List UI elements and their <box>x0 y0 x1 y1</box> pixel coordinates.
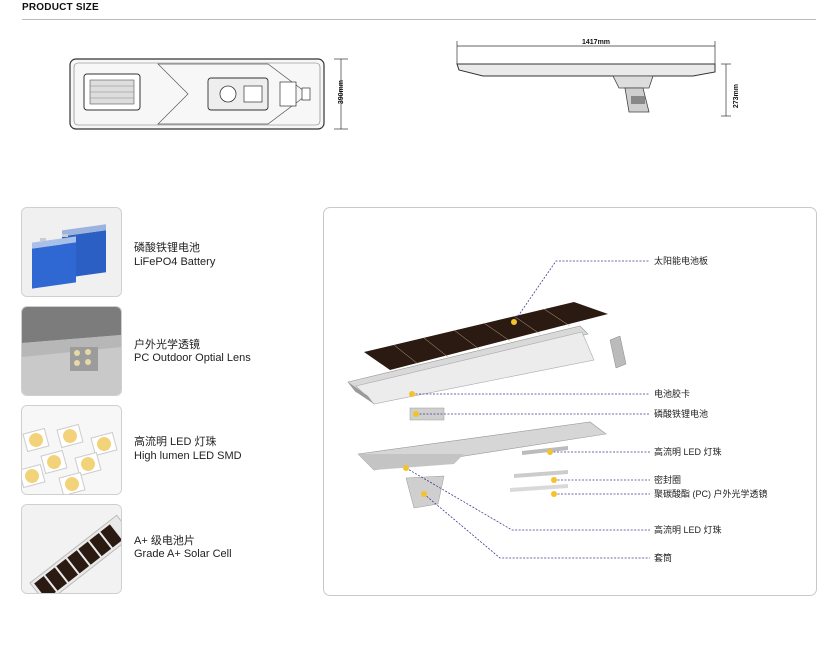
width-dimension-line <box>334 58 348 130</box>
width-dimension: 390mm <box>338 80 345 105</box>
lens-card <box>21 306 122 396</box>
length-dimension: 1417mm <box>582 39 611 46</box>
callout-lifepo4-battery: 磷酸铁锂电池 <box>654 409 709 419</box>
feature-solar-en: Grade A+ Solar Cell <box>134 548 232 560</box>
exploded-diagram <box>347 260 650 559</box>
exploded-view-panel: 太阳能电池板 电池胶卡 磷酸铁锂电池 高流明 LED 灯珠 密封圈 聚碳酸酯 (… <box>323 207 817 596</box>
feature-battery-cn: 磷酸铁锂电池 <box>134 242 200 254</box>
led-card <box>21 405 122 495</box>
top-view-drawing <box>68 56 332 132</box>
lens-icon <box>22 307 121 395</box>
callout-solar-panel: 太阳能电池板 <box>654 256 709 266</box>
solar-cell-card <box>21 504 122 594</box>
solar-cell-icon <box>22 505 121 593</box>
feature-lens-cn: 户外光学透镜 <box>134 339 200 351</box>
height-dimension: 273mm <box>733 84 740 109</box>
callout-led-smd-2: 高流明 LED 灯珠 <box>654 525 722 535</box>
feature-lens-en: PC Outdoor Optial Lens <box>134 352 251 364</box>
feature-battery-en: LiFePO4 Battery <box>134 256 216 268</box>
callout-pc-lens: 聚碳酸酯 (PC) 户外光学透镜 <box>654 489 768 499</box>
led-chip-icon <box>22 406 121 494</box>
section-divider <box>22 19 816 20</box>
section-title: PRODUCT SIZE <box>22 2 99 13</box>
battery-icon <box>22 208 121 296</box>
feature-led-en: High lumen LED SMD <box>134 450 242 462</box>
callout-battery-clip: 电池胶卡 <box>654 389 691 399</box>
feature-led-cn: 高流明 LED 灯珠 <box>134 436 217 448</box>
callout-led-smd-1: 高流明 LED 灯珠 <box>654 447 722 457</box>
feature-solar-cn: A+ 级电池片 <box>134 535 195 547</box>
callout-sleeve: 套筒 <box>654 553 673 563</box>
battery-card <box>21 207 122 297</box>
side-view-drawing <box>453 36 753 122</box>
callout-seal-ring: 密封圈 <box>654 475 682 485</box>
